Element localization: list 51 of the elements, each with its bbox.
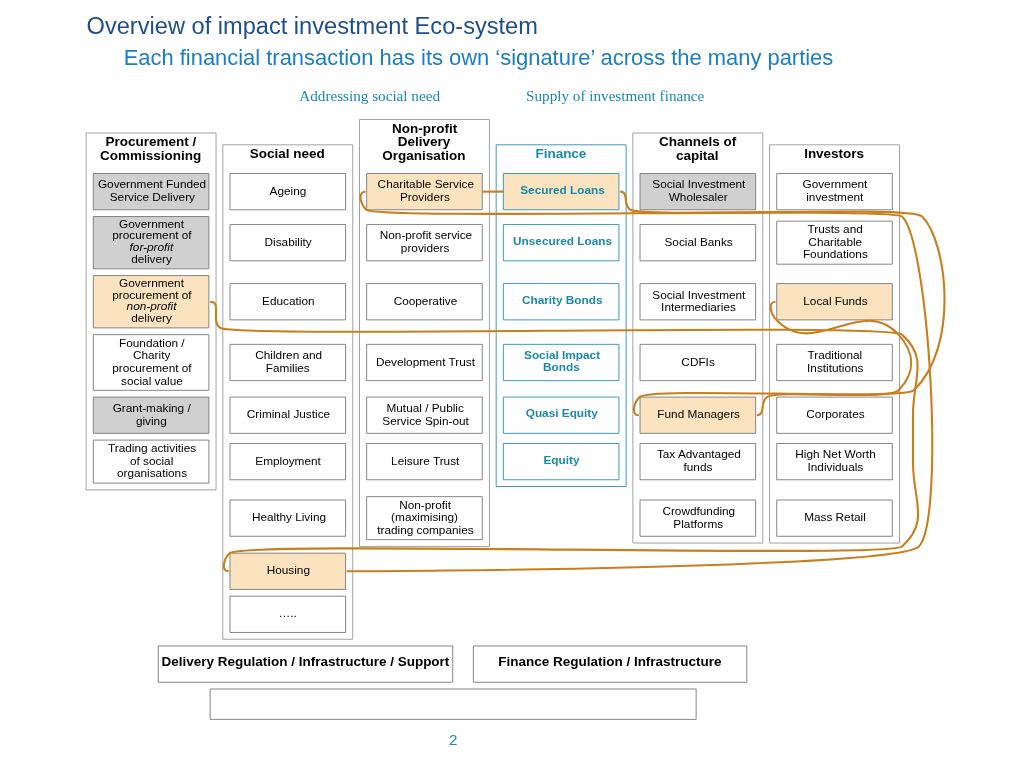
node-box: Charitable Service Providers [366,173,483,211]
node-box: High Net Worth Individuals [776,443,893,481]
node-box: Equity [502,443,620,481]
node-box: Development Trust [366,343,483,382]
node-box: Trusts and Charitable Foundations [776,220,893,265]
node-box: Social Investment Wholesaler [639,173,757,211]
label: Each financial transaction has its own ‘signature’ across the many parties [123,45,834,71]
node-box: Local Funds [776,283,893,321]
node-box: Leisure Trust [366,443,483,481]
node-box: Tax Advantaged funds [639,443,757,481]
node-box: Government procurement of for-profit delivery [92,216,210,270]
node-box: Fund Managers [639,396,757,434]
connector [482,190,504,193]
node-box: Mutual / Public Service Spin-out [366,396,483,434]
node-box: Social Banks [639,224,757,262]
label: Addressing social need [299,87,440,105]
node-box: Trading activities of social organisations [92,439,210,484]
node-box: Housing [229,552,346,590]
node-box: Employment [229,443,346,481]
node-box: Education [229,283,346,321]
node-box: Government procurement of non-profit delivery [92,275,210,329]
node-box: CDFIs [639,343,757,382]
node-box: Traditional Institutions [776,343,893,382]
diagram-title: Overview of impact investment Eco-system [86,12,538,39]
node-box: ….. [229,595,346,633]
node-box: Social Impact Bonds [502,343,620,382]
node-box: Cooperative [366,283,483,321]
node-box: Grant-making / giving [92,396,210,434]
node-box: Foundation / Charity procurement of social value [92,334,210,391]
node-box: Unsecured Loans [502,224,620,262]
node-box: Quasi Equity [502,396,620,434]
node-box: Disability [229,224,346,262]
node-box [209,688,697,720]
node-box: Non-profit service providers [366,224,483,262]
node-box: Secured Loans [502,173,620,211]
node-box: Ageing [229,173,346,211]
node-box: Delivery Regulation / Infrastructure / Support [157,645,454,683]
node-box: Healthy Living [229,499,346,537]
node-box: Criminal Justice [229,396,346,434]
node-box: Government Funded Service Delivery [92,173,210,211]
node-box: Social Investment Intermediaries [639,283,757,321]
node-box: Finance Regulation / Infrastructure [472,645,748,683]
node-box: Corporates [776,396,893,434]
label: 2 [448,731,458,749]
node-box: Mass Retail [776,499,893,537]
node-box: Charity Bonds [502,283,620,321]
label: Supply of investment finance [526,87,705,105]
node-box: Government investment [776,173,893,211]
node-box: Crowdfunding Platforms [639,499,757,537]
node-box: Non-profit (maximising) trading companies [366,496,483,541]
node-box: Children and Families [229,343,346,382]
